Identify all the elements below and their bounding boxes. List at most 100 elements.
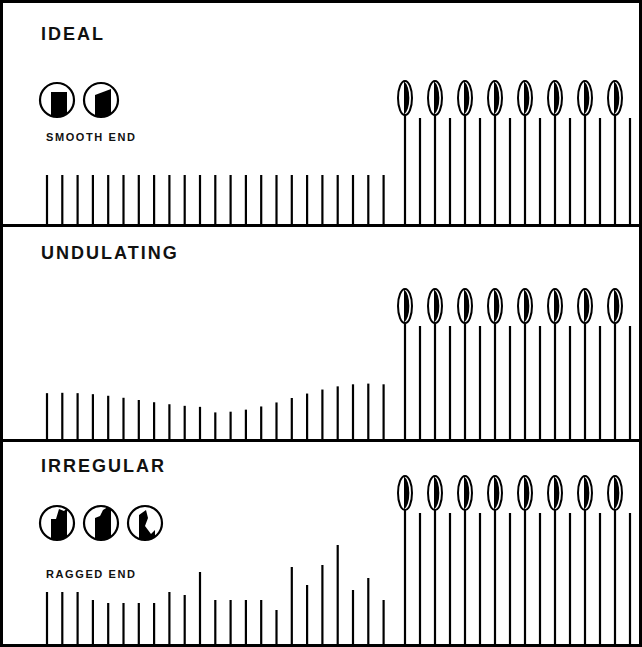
fiber-head-shade (464, 290, 469, 323)
end-icon (40, 506, 74, 548)
fiber-head (428, 81, 442, 115)
fiber-head (608, 81, 622, 115)
long-fiber (629, 326, 631, 439)
short-fiber (168, 404, 170, 439)
short-fiber (337, 175, 339, 224)
long-fiber (509, 513, 511, 645)
fiber-head (578, 81, 592, 115)
short-fiber (321, 390, 323, 439)
fiber-head (428, 476, 442, 510)
fiber-head (428, 289, 442, 323)
long-fiber (449, 326, 451, 439)
fiber-head (548, 289, 562, 323)
short-fiber (107, 396, 109, 439)
fiber-head-shade (434, 82, 439, 115)
long-fiber (419, 326, 421, 439)
long-fiber (584, 323, 586, 439)
short-fiber (46, 175, 48, 224)
short-fiber (291, 175, 293, 224)
short-fiber (337, 386, 339, 439)
fiber-head (578, 476, 592, 510)
long-fiber (524, 510, 526, 645)
fiber-head-shade (434, 290, 439, 323)
fiber-head (458, 289, 472, 323)
long-fiber (449, 118, 451, 224)
short-fiber (92, 175, 94, 224)
short-fiber (184, 406, 186, 439)
fiber-head-shade (614, 82, 619, 115)
short-fiber (367, 578, 369, 645)
short-fiber (214, 600, 216, 645)
long-fiber (554, 510, 556, 645)
fiber-head (398, 289, 412, 323)
long-fiber (434, 115, 436, 224)
short-fiber (260, 600, 262, 645)
fiber-head-shade (584, 290, 589, 323)
fiber-head-shade (494, 82, 499, 115)
long-fiber (554, 323, 556, 439)
long-fiber (404, 510, 406, 645)
fiber-head-shade (584, 477, 589, 510)
fiber-head (608, 476, 622, 510)
fiber-head (488, 289, 502, 323)
fiber-head (578, 289, 592, 323)
icon-caption: RAGGED END (46, 568, 137, 581)
short-fiber (245, 410, 247, 439)
panel-heading: UNDULATING (41, 243, 179, 264)
fiber-head (518, 81, 532, 115)
long-fiber (569, 513, 571, 645)
long-fiber (509, 326, 511, 439)
long-fiber (434, 510, 436, 645)
short-fiber (168, 592, 170, 645)
fiber-end (51, 508, 67, 548)
long-fiber (524, 323, 526, 439)
long-fiber (584, 510, 586, 645)
end-icon (84, 83, 118, 125)
short-fiber (230, 600, 232, 645)
short-fiber (260, 175, 262, 224)
long-fiber (449, 513, 451, 645)
long-fiber (554, 115, 556, 224)
fiber-head-shade (614, 477, 619, 510)
fiber-head-shade (554, 82, 559, 115)
long-fiber (464, 115, 466, 224)
long-fiber (569, 326, 571, 439)
fiber-head-shade (524, 477, 529, 510)
long-fiber (404, 323, 406, 439)
short-fiber (76, 393, 78, 439)
long-fiber (479, 118, 481, 224)
short-fiber (275, 175, 277, 224)
short-fiber (230, 412, 232, 439)
long-fiber (404, 115, 406, 224)
long-fiber (464, 510, 466, 645)
short-fiber (230, 175, 232, 224)
short-fiber (153, 402, 155, 439)
short-fiber (275, 402, 277, 439)
fiber-head-shade (464, 477, 469, 510)
fiber-head-shade (404, 82, 409, 115)
short-fiber (245, 600, 247, 645)
short-fiber (61, 175, 63, 224)
short-fiber (92, 394, 94, 439)
short-fiber (76, 175, 78, 224)
long-fiber (599, 118, 601, 224)
fiber-head (458, 476, 472, 510)
fiber-head (518, 476, 532, 510)
end-icon (84, 505, 118, 548)
short-fiber (352, 175, 354, 224)
long-fiber (494, 323, 496, 439)
fiber-head-shade (524, 82, 529, 115)
long-fiber (419, 118, 421, 224)
fiber-head-shade (494, 477, 499, 510)
fiber-strokes (47, 115, 630, 645)
long-fiber (629, 513, 631, 645)
fiber-head-shade (614, 290, 619, 323)
short-fiber (184, 175, 186, 224)
short-fiber (214, 175, 216, 224)
long-fiber (494, 115, 496, 224)
panel-heading: IRREGULAR (41, 456, 166, 477)
long-fiber (434, 323, 436, 439)
fiber-head (548, 81, 562, 115)
fiber-end (95, 505, 111, 548)
short-fiber (184, 595, 186, 645)
